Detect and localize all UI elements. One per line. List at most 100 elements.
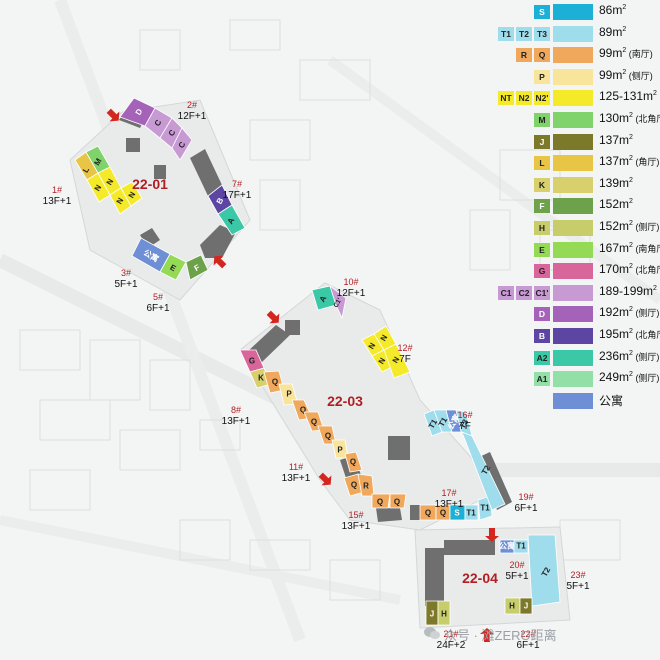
legend-unit-code: T1 — [498, 26, 514, 41]
unit-code: Q — [350, 458, 356, 467]
unit-shape — [519, 597, 533, 615]
unit-code: C — [177, 140, 188, 150]
building-label: 8#13F+1 — [222, 405, 251, 427]
unit-code: N — [379, 333, 390, 343]
legend-codes: M — [534, 113, 550, 127]
legend-unit-code: R — [516, 48, 532, 63]
legend-label: 99m2 (侧厅) — [599, 67, 653, 82]
legend-label: 236m2 (侧厅) — [599, 348, 660, 363]
unit-block: Q — [371, 493, 391, 509]
unit-code: N — [367, 341, 378, 351]
unit-shape — [371, 493, 391, 509]
legend-unit-code: L — [534, 156, 550, 171]
entrance-arrow-icon — [266, 310, 280, 324]
legend-unit-code: N2 — [516, 91, 532, 106]
building-number: 15# — [348, 510, 363, 520]
legend-codes: G — [534, 264, 550, 279]
unit-shape — [383, 343, 411, 379]
unit-code: N — [105, 177, 116, 187]
building-label: 22#6F+1 — [516, 629, 540, 651]
building-label: 16#7F — [457, 410, 472, 432]
building-floors: 12F+1 — [178, 111, 207, 122]
building-label: 19#6F+1 — [514, 492, 538, 514]
legend-label: 152m2 (侧厅) — [599, 219, 660, 233]
legend-label: 137m2 — [599, 132, 633, 147]
legend-swatch — [553, 25, 593, 42]
legend-label: 130m2 (北角厅) — [599, 111, 660, 125]
legend-swatch — [553, 133, 593, 150]
building-label: 1#13F+1 — [43, 185, 72, 207]
legend-swatch — [553, 306, 593, 323]
building-floors: 6F+1 — [146, 303, 170, 314]
building-label: 2#12F+1 — [178, 100, 207, 122]
unit-code: Q — [272, 378, 278, 387]
unit-code: A — [226, 216, 237, 226]
legend-label: 152m2 — [599, 197, 633, 212]
building-number: 1# — [52, 185, 62, 195]
unit-code: P — [286, 390, 292, 399]
unit-code: P — [337, 446, 343, 455]
building-label: 20#5F+1 — [505, 560, 529, 582]
entrance-arrow-icon — [106, 108, 120, 122]
legend-swatch — [553, 176, 593, 193]
entrance-arrow-icon — [480, 628, 494, 642]
legend-unit-code: J — [534, 134, 550, 149]
unit-code: B — [215, 196, 226, 206]
unit-shape — [527, 534, 561, 607]
corridor — [126, 138, 140, 152]
unit-code: Q — [325, 432, 331, 441]
unit-block: J — [519, 597, 533, 615]
building-floors: 13F+1 — [342, 521, 371, 532]
building-number: 10# — [343, 277, 358, 287]
unit-code: L — [81, 166, 91, 175]
legend-swatch — [553, 90, 593, 107]
building-number: 16# — [457, 410, 472, 420]
legend-label: 公寓 — [599, 393, 624, 408]
corridor — [410, 505, 420, 520]
unit-code: Q — [394, 498, 400, 507]
unit-code: J — [430, 610, 434, 619]
unit-block: Q — [419, 504, 437, 521]
building-number: 11# — [289, 462, 303, 472]
legend-codes: L — [534, 156, 550, 171]
building-floors: 5F+1 — [566, 581, 590, 592]
legend-row: 公寓 — [404, 391, 660, 411]
legend-codes: J — [534, 134, 550, 149]
building-floors: 6F+1 — [516, 640, 540, 651]
unit-code: N — [127, 190, 138, 200]
building-number: 5# — [153, 292, 163, 302]
unit-block: 公寓 — [499, 539, 515, 554]
legend-swatch — [553, 220, 593, 236]
building-floors: 7F — [399, 354, 411, 365]
unit-code: M — [92, 157, 103, 168]
unit-code: Q — [377, 498, 383, 507]
building-floors: 13F+1 — [435, 499, 464, 510]
entrance-arrow-icon — [318, 472, 332, 486]
unit-block: T2 — [527, 534, 561, 607]
building-floors: 24F+2 — [437, 640, 466, 651]
building-floors: 17F+1 — [223, 190, 252, 201]
legend-codes: H — [534, 221, 550, 235]
legend-label: 189-199m2 — [599, 283, 657, 298]
building-label: 23#5F+1 — [566, 570, 590, 592]
entrance-arrow-icon — [485, 528, 499, 542]
unit-code: C — [167, 128, 178, 138]
unit-shape — [120, 181, 143, 207]
unit-shape — [329, 284, 347, 320]
building-floors: 7F — [459, 421, 471, 432]
legend-unit-code: NT — [498, 91, 514, 106]
unit-code: C — [153, 118, 164, 128]
legend-codes: P — [534, 69, 550, 84]
wechat-icon — [424, 627, 440, 639]
legend-swatch — [553, 4, 593, 20]
building-number: 19# — [518, 492, 533, 502]
legend-label: 167m2 (南角厅) — [599, 240, 660, 255]
legend-label: 137m2 (角厅) — [599, 154, 660, 169]
corridor — [154, 165, 166, 179]
